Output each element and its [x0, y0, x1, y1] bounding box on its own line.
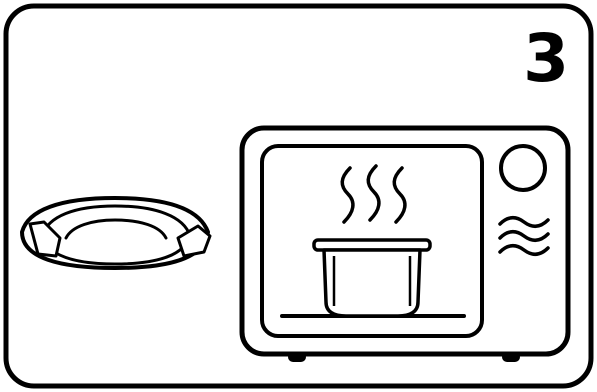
microwave-foot-right	[502, 352, 520, 362]
microwave-foot-left	[288, 352, 306, 362]
step-number: 3	[523, 26, 569, 92]
pot-icon	[314, 240, 430, 316]
lid-icon	[22, 198, 210, 268]
dial-icon	[501, 146, 545, 190]
